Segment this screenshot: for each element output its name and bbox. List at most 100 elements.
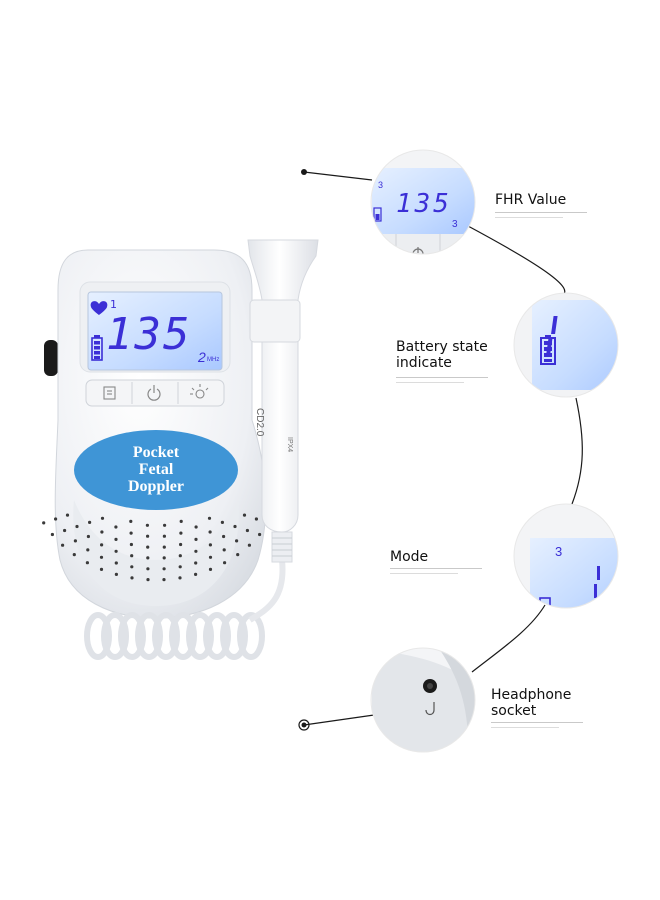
grille-hole	[42, 521, 46, 525]
grille-hole	[179, 531, 183, 535]
grille-hole	[162, 545, 166, 549]
grille-hole	[194, 537, 198, 542]
grille-hole	[194, 561, 198, 565]
grille-hole	[99, 567, 104, 572]
zoom-fhr-top-digit: 3	[378, 180, 384, 190]
grille-hole	[130, 576, 134, 580]
grille-hole	[130, 565, 134, 569]
grille-hole	[146, 556, 150, 560]
lcd-battery-icon	[91, 335, 103, 361]
grille-hole	[73, 539, 77, 543]
coil-loop	[169, 612, 197, 660]
grille-hole	[114, 572, 118, 577]
grille-hole	[86, 548, 90, 552]
grille-hole	[114, 525, 118, 529]
grille-hole	[65, 513, 70, 517]
grille-hole	[207, 516, 212, 520]
grille-hole	[208, 530, 212, 534]
grille-hole	[146, 534, 150, 538]
brand-text: Pocket Fetal Doppler	[86, 444, 226, 495]
heart-icon	[90, 301, 108, 315]
grille-hole	[146, 578, 150, 582]
grille-hole	[236, 553, 240, 557]
grille-hole	[208, 567, 213, 572]
grille-hole	[179, 542, 183, 547]
leader-dot-bottom	[298, 719, 310, 731]
lcd-mode-digit: 1	[110, 298, 117, 311]
coil-loop	[186, 612, 214, 660]
grille-hole	[220, 520, 224, 525]
underline-battery-short	[396, 382, 464, 383]
leader-dot-top	[301, 169, 307, 175]
grille-hole	[114, 549, 118, 553]
brand-line-1: Pocket	[132, 444, 180, 461]
grille-hole	[162, 556, 166, 560]
zoom-fhr-value	[371, 150, 475, 254]
power-icon	[147, 385, 161, 401]
grille-hole	[61, 543, 65, 547]
lcd-freq-unit: MHz	[207, 357, 220, 363]
grille-hole	[63, 528, 67, 533]
coil-loop	[84, 612, 112, 660]
lcd-fhr-value: 135	[106, 309, 192, 360]
label-headphone-socket: Headphone socket	[491, 687, 572, 719]
grille-hole	[258, 532, 262, 537]
probe-model-label: CD2.0	[254, 408, 265, 437]
coil-loop	[220, 612, 248, 660]
grille-hole	[99, 555, 104, 559]
coil-loop	[203, 612, 231, 660]
grille-hole	[50, 532, 55, 537]
grille-hole	[233, 524, 237, 529]
coil-loop	[152, 612, 180, 660]
grille-hole	[162, 534, 166, 538]
grille-hole	[242, 513, 247, 517]
backlight-icon	[190, 384, 209, 399]
grille-hole	[235, 539, 239, 543]
grille-hole	[194, 525, 198, 529]
doppler-device	[42, 239, 319, 660]
underline-fhr	[495, 212, 587, 213]
coil-loop	[118, 612, 146, 660]
grille-hole	[194, 549, 198, 553]
grille-hole	[86, 534, 90, 539]
zoom-mode-digit: 3	[555, 544, 563, 559]
grille-hole	[146, 567, 150, 571]
grille-hole	[222, 534, 226, 539]
coil-loop	[237, 612, 265, 660]
grille-hole	[114, 537, 118, 542]
grille-hole	[146, 545, 150, 549]
grille-hole	[222, 548, 226, 552]
underline-headphone	[491, 722, 583, 723]
probe-rating-label: IPX4	[286, 437, 293, 453]
underline-headphone-short	[491, 727, 559, 728]
grille-hole	[178, 554, 182, 558]
grille-hole	[88, 520, 92, 525]
label-battery-state: Battery state indicate	[396, 339, 488, 371]
brand-line-2: Fetal	[138, 461, 174, 478]
grille-hole	[208, 543, 212, 547]
grille-hole	[223, 561, 227, 565]
grille-hole	[129, 531, 133, 535]
grille-hole	[100, 543, 104, 547]
lcd-freq-digit: 2	[198, 349, 206, 365]
zoom-fhr-digits: 135	[396, 189, 452, 219]
leader-lines	[303, 171, 583, 726]
underline-mode-short	[390, 573, 458, 574]
grille-hole	[114, 561, 118, 565]
grille-hole	[254, 517, 258, 521]
grille-hole	[247, 543, 251, 547]
grille-hole	[194, 572, 198, 577]
grille-hole	[72, 553, 76, 557]
zoom-fhr-bottom-digit: 3	[452, 219, 458, 230]
zoom-battery	[514, 293, 618, 397]
grille-hole	[178, 565, 182, 569]
grille-hole	[129, 519, 133, 524]
grille-hole	[129, 542, 133, 547]
grille-hole	[75, 524, 79, 529]
grille-hole	[162, 567, 166, 571]
menu-icon	[103, 386, 116, 400]
grille-hole	[178, 576, 182, 580]
label-fhr-value: FHR Value	[495, 192, 567, 208]
